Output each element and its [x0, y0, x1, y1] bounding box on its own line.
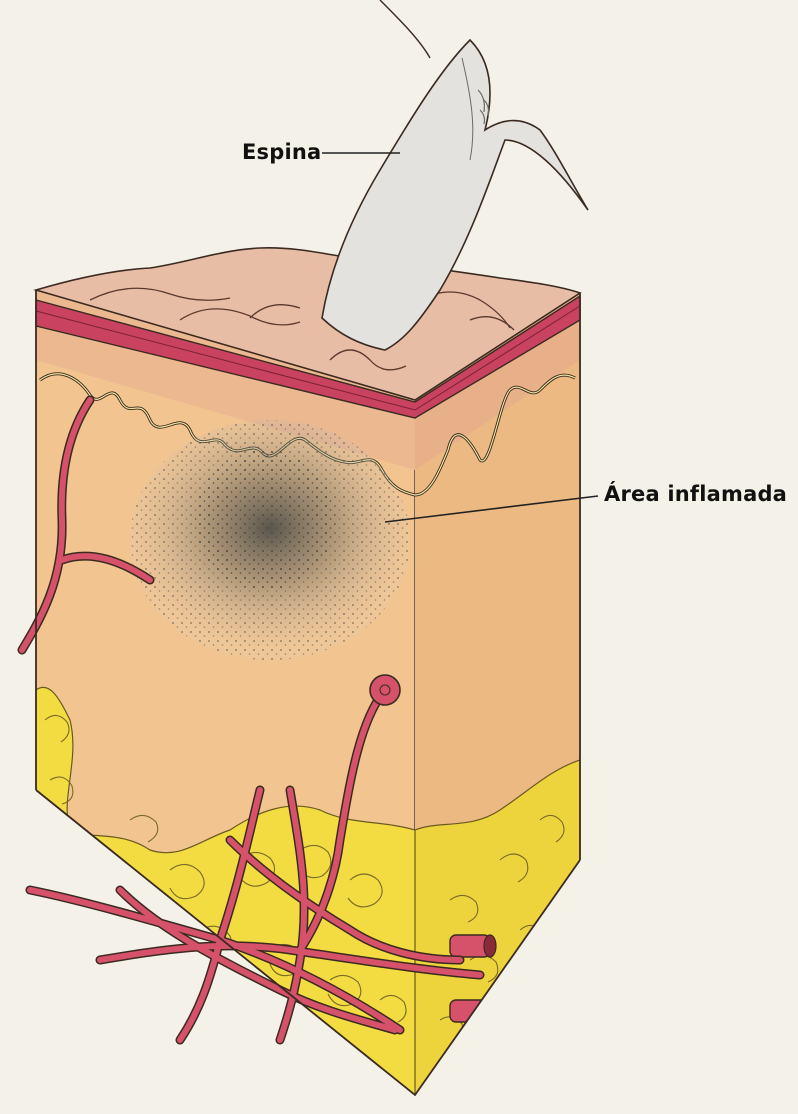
inflamed-area-label: Área inflamada [604, 482, 787, 506]
spine-label: Espina [242, 140, 321, 164]
inflamed-area [130, 420, 410, 660]
